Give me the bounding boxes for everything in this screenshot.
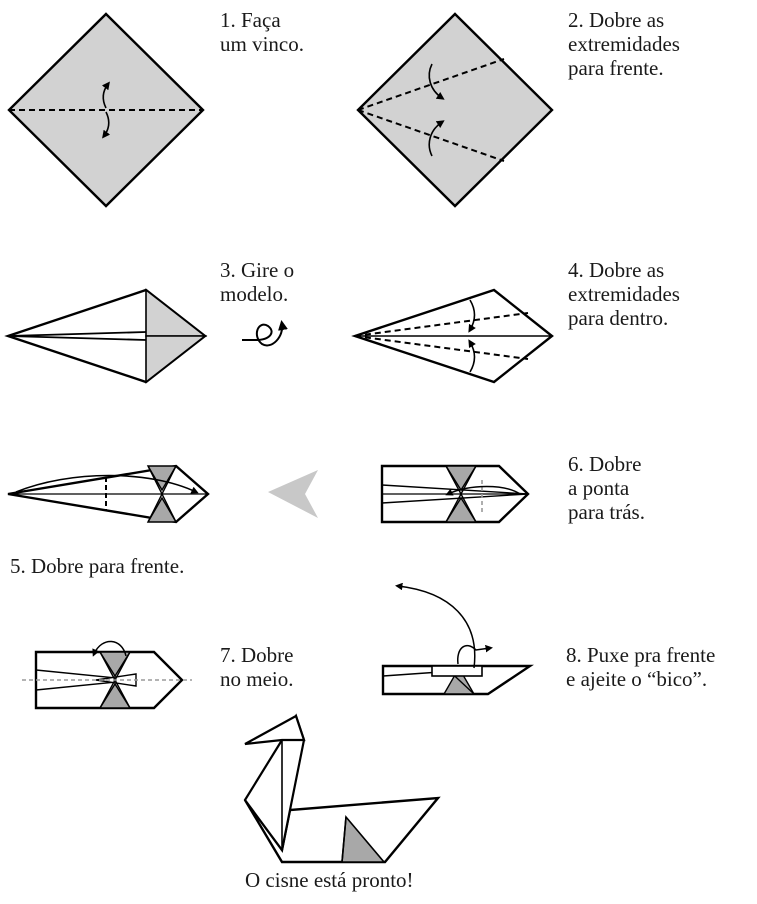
gray-triangle-bottom bbox=[444, 496, 478, 523]
gray-triangle-top bbox=[444, 465, 478, 492]
next-step-arrow bbox=[268, 470, 318, 518]
step-4-line-1: 4. Dobre as bbox=[568, 258, 665, 282]
pull-arrow-short bbox=[457, 644, 493, 665]
wing-edge bbox=[341, 816, 347, 863]
inner-line bbox=[382, 671, 441, 677]
step-4-label: 4. Dobre as extremidades para dentro. bbox=[568, 258, 680, 330]
fold-arrow-bottom bbox=[428, 120, 445, 157]
flap-edge-bottom bbox=[7, 335, 147, 341]
step-6-label: 6. Dobre a ponta para trás. bbox=[568, 452, 645, 524]
step-5-label: 5. Dobre para frente. bbox=[10, 554, 184, 578]
fold-arrow-up bbox=[101, 81, 110, 109]
cross-line-2 bbox=[445, 465, 477, 523]
fold-arrow bbox=[15, 474, 199, 494]
flap-edge-top bbox=[7, 331, 147, 337]
step-8-line-2: e ajeite o “bico”. bbox=[566, 667, 708, 691]
kite-gray-top bbox=[145, 288, 208, 337]
fold-line-top bbox=[357, 58, 505, 111]
step-2-line-2: extremidades bbox=[568, 32, 680, 56]
fold-arrow bbox=[92, 640, 127, 657]
fold-line-top bbox=[354, 312, 529, 337]
inner-line-top bbox=[381, 484, 529, 495]
gray-triangle-bottom bbox=[146, 496, 178, 523]
fold-line-bottom bbox=[357, 109, 505, 162]
step-3-line-2: modelo. bbox=[220, 282, 289, 306]
pull-arrow-long bbox=[395, 582, 476, 669]
fold-arrow-down bbox=[102, 111, 111, 139]
fold-line-bottom bbox=[354, 335, 529, 360]
fold-arrow bbox=[445, 485, 521, 496]
square-paper bbox=[7, 12, 205, 208]
step2-diagram bbox=[356, 12, 554, 208]
step5-diagram bbox=[7, 464, 210, 524]
final-caption-text: O cisne está pronto! bbox=[245, 868, 414, 892]
step4-diagram bbox=[351, 288, 554, 384]
final-caption: O cisne está pronto! bbox=[245, 868, 414, 892]
step-5-line-1: 5. Dobre para frente. bbox=[10, 554, 185, 578]
turn-over-icon bbox=[242, 320, 288, 347]
step-6-line-1: 6. Dobre bbox=[568, 452, 642, 476]
step-3-line-1: 3. Gire o bbox=[220, 258, 295, 282]
step-2-line-1: 2. Dobre as bbox=[568, 8, 665, 32]
step6-diagram bbox=[380, 464, 530, 524]
step-1-line-1: 1. Faça bbox=[220, 8, 281, 32]
step1-diagram bbox=[7, 12, 205, 208]
step-1-line-2: um vinco. bbox=[220, 32, 304, 56]
step-7-line-2: no meio. bbox=[220, 667, 294, 691]
step-3-label: 3. Gire o modelo. bbox=[220, 258, 294, 306]
fold-arrow-top bbox=[468, 299, 476, 333]
step-2-label: 2. Dobre as extremidades para frente. bbox=[568, 8, 680, 80]
finished-swan bbox=[243, 713, 441, 864]
step-4-line-3: para dentro. bbox=[568, 306, 669, 330]
step-8-label: 8. Puxe pra frente e ajeite o “bico”. bbox=[566, 643, 715, 691]
step-8-line-1: 8. Puxe pra frente bbox=[566, 643, 716, 667]
step-2-line-3: para frente. bbox=[568, 56, 664, 80]
step8-diagram bbox=[381, 582, 534, 696]
gray-triangle-top bbox=[98, 651, 132, 678]
step-1-label: 1. Faça um vinco. bbox=[220, 8, 304, 56]
square-paper bbox=[356, 12, 554, 208]
neck-flap bbox=[431, 665, 483, 677]
gray-triangle-bottom bbox=[98, 682, 132, 709]
step3-diagram bbox=[4, 288, 288, 384]
step7-diagram bbox=[22, 640, 192, 710]
swan-head bbox=[244, 714, 306, 746]
kite-gray-bottom bbox=[145, 335, 208, 384]
step-6-line-3: para trás. bbox=[568, 500, 645, 524]
inner-line-bottom bbox=[381, 493, 529, 504]
step-4-line-2: extremidades bbox=[568, 282, 680, 306]
step-7-label: 7. Dobre no meio. bbox=[220, 643, 294, 691]
step-7-line-1: 7. Dobre bbox=[220, 643, 294, 667]
fold-arrow-bottom bbox=[468, 339, 476, 373]
gray-triangle-top bbox=[146, 465, 178, 492]
step-6-line-2: a ponta bbox=[568, 476, 630, 500]
fold-arrow-top bbox=[428, 63, 445, 100]
